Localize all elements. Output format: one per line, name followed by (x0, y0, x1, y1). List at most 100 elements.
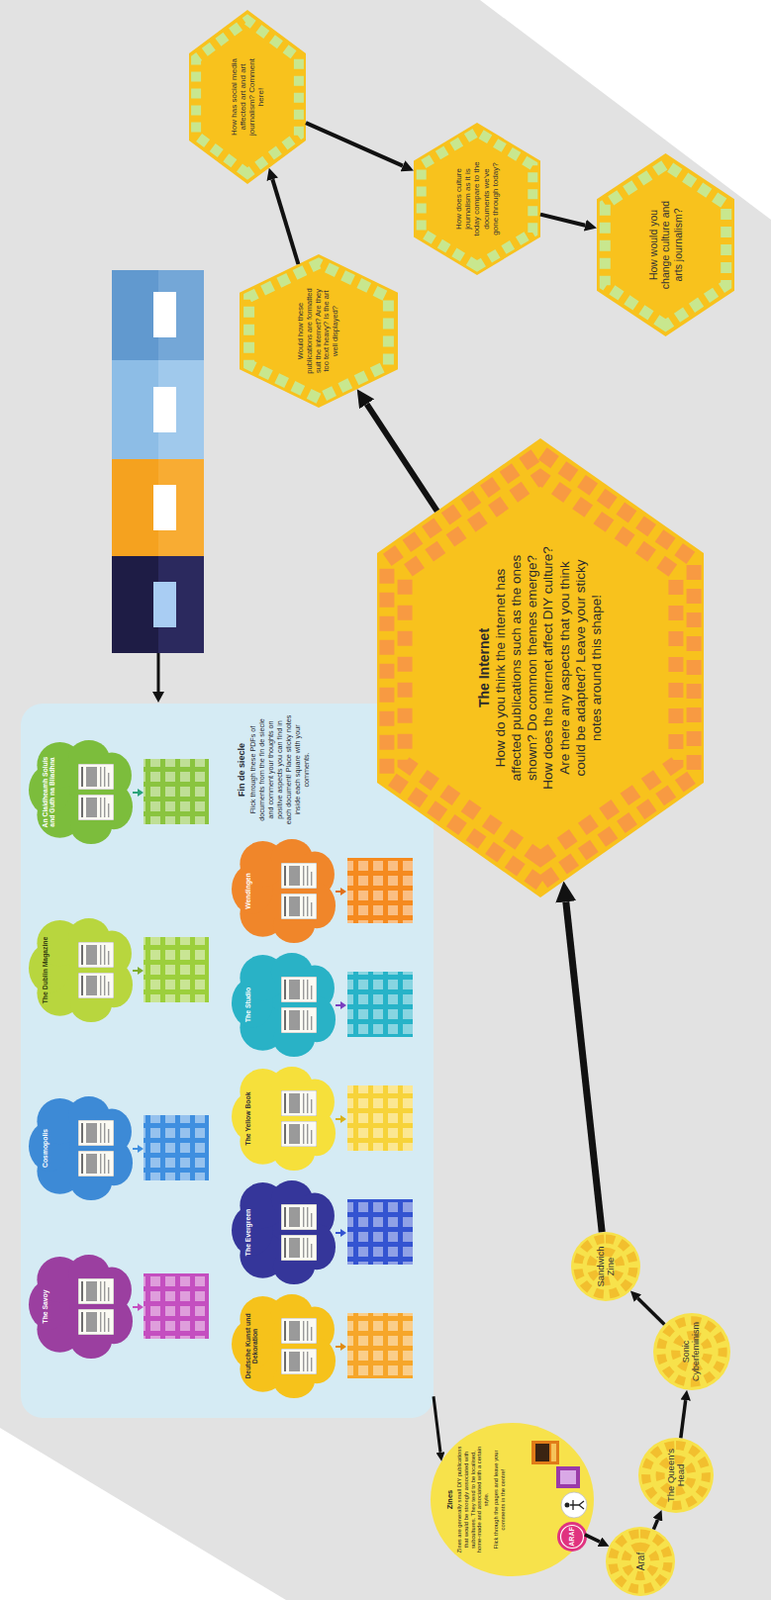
cloud-puff (70, 986, 112, 1023)
zine-cover-art (560, 1470, 577, 1485)
question-hexagon: How would you change culture and arts jo… (596, 153, 735, 337)
sticky-notes (386, 452, 694, 884)
connector-arrow (433, 1396, 441, 1453)
square-arrow (132, 969, 138, 972)
document-thumbnail (281, 1349, 317, 1375)
publication-title: The Dublin Magazine (41, 934, 49, 1007)
hexagon-question: How do you think the internet has affect… (492, 544, 605, 792)
text-block: The Evergreen (244, 1196, 252, 1269)
document-thumbnail (281, 893, 317, 920)
document-thumbnail (78, 942, 114, 968)
sticky-notes (143, 1273, 209, 1340)
text-block: Deutsche Kunst und Dekoration (244, 1310, 260, 1383)
document-thumbnail (281, 1121, 317, 1148)
zine-circle: The Queen's Head (638, 1438, 714, 1514)
document-thumbnail (281, 1235, 317, 1261)
palette-arrow (157, 653, 161, 692)
connector-arrow (584, 1535, 600, 1542)
sticky-notes (143, 1115, 209, 1181)
sticky-notes (195, 20, 299, 175)
square-arrowhead (137, 1145, 144, 1154)
question-hexagon: How does culture journalism as it is tod… (413, 122, 541, 276)
document-cloud: Deutsche Kunst und Dekoration (231, 1294, 336, 1399)
palette-card (153, 386, 177, 433)
document-thumbnail (78, 1120, 114, 1147)
hexagon-shape (413, 122, 541, 276)
palette-band (158, 270, 204, 361)
sticky-notes (143, 937, 209, 1003)
sticky-notes (347, 1085, 413, 1152)
publication-title: The Evergreen (244, 1196, 252, 1269)
connector-arrow (305, 122, 403, 167)
square-arrowhead (137, 788, 144, 797)
palette-band (158, 360, 204, 460)
text-block: ZinesZines are generally small DIY publi… (446, 1445, 507, 1555)
publication-title: The Studio (244, 968, 252, 1042)
sticky-notes (347, 971, 413, 1038)
document-cloud: The Evergreen (231, 1180, 336, 1285)
comment-square (143, 1273, 209, 1340)
hexagon-heading: The Internet (476, 544, 492, 792)
sticky-notes (612, 1534, 669, 1590)
question-text: How has social media affected art and ar… (229, 50, 267, 145)
square-arrow (132, 791, 138, 794)
palette-card (153, 484, 177, 531)
cloud-puff (273, 1249, 315, 1285)
square-arrow (335, 1346, 341, 1349)
square-arrow (132, 1148, 138, 1151)
question-text: How would you change culture and arts jo… (647, 200, 683, 290)
zine-circle: Sonic Cyberfeminism (653, 1313, 731, 1391)
text-block: Sonic Cyberfeminism (653, 1313, 731, 1391)
hexagon-shape (596, 153, 735, 337)
zine-title: Araf (635, 1533, 647, 1591)
palette-card (153, 291, 177, 338)
publication-title: Deutsche Kunst und Dekoration (244, 1310, 260, 1383)
connector-arrow (566, 901, 602, 1233)
publication-title: Cosmopolis (41, 1112, 49, 1185)
document-cloud: An Claidheamh Soluis and Guth na Bliadhn… (28, 740, 133, 845)
document-cloud: The Dublin Magazine (28, 918, 133, 1023)
palette-band (158, 556, 204, 654)
publication-title: The Yellow Book (244, 1082, 252, 1156)
cloud-puff (273, 1021, 315, 1058)
document-thumbnail (78, 764, 114, 790)
cloud-puff (273, 1362, 315, 1399)
palette-card (153, 581, 177, 628)
zine-circle: Araf (605, 1527, 675, 1597)
question-text: Would how these publications are formatt… (296, 288, 340, 376)
text-block: How has social media affected art and ar… (189, 9, 306, 185)
square-arrowhead (340, 1001, 347, 1010)
shape-outline (377, 438, 704, 898)
square-arrowhead (137, 966, 144, 975)
ellipse-shape (653, 1313, 731, 1391)
square-arrow (335, 1232, 341, 1235)
square-arrow (335, 1118, 341, 1121)
connector-arrow (272, 179, 298, 265)
document-thumbnail (281, 1007, 317, 1034)
document-thumbnail (281, 976, 317, 1003)
document-panel: Fin de siecleFlick through these PDFs of… (20, 703, 434, 1419)
text-block: Sandwich Zine (571, 1232, 641, 1302)
panel-heading: Fin de siecle (236, 713, 247, 827)
square-arrowhead (340, 887, 347, 896)
text-block: The InternetHow do you think the interne… (377, 438, 704, 898)
hexagon-shape (189, 9, 306, 185)
text-block: An Claidheamh Soluis and Guth na Bliadhn… (41, 756, 57, 829)
sticky-notes (347, 1199, 413, 1265)
zines-instructions: Flick through the pages and leave your c… (492, 1445, 507, 1555)
cloud-puff (70, 1323, 112, 1359)
text-block: The Savoy (41, 1270, 49, 1344)
cloud-puff (70, 1164, 112, 1201)
square-arrowhead (340, 1229, 347, 1238)
square-arrow (132, 1306, 138, 1309)
sticky-notes (143, 759, 209, 825)
comment-square (143, 1115, 209, 1181)
sticky-notes (347, 1313, 413, 1379)
palette-band (111, 556, 159, 654)
zine-cover (531, 1441, 560, 1465)
comment-square (347, 971, 413, 1038)
sticky-notes (404, 477, 676, 859)
